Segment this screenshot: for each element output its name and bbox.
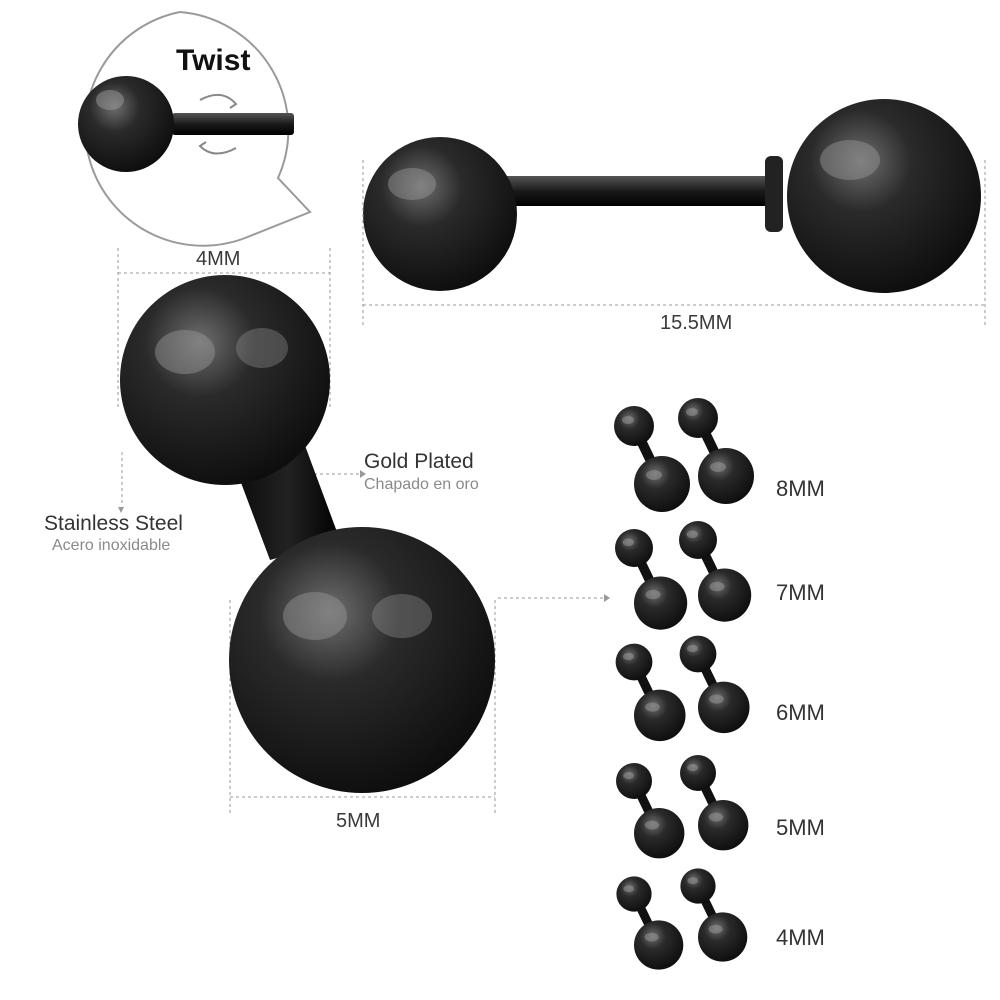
size-label-8mm: 8MM <box>776 476 825 501</box>
earring-horizontal <box>363 99 981 293</box>
twist-bar <box>172 113 294 135</box>
top-ball <box>120 275 330 485</box>
material-label-es: Acero inoxidable <box>52 537 171 554</box>
mini-earring <box>680 755 749 851</box>
rotate-arrow-icon <box>198 93 238 155</box>
bottom-ball <box>229 527 495 793</box>
twist-label: Twist <box>176 44 251 77</box>
plating-label: Gold Plated <box>364 450 474 473</box>
mini-earring <box>616 876 684 970</box>
mini-earring <box>680 868 748 962</box>
backing-ring <box>765 156 783 232</box>
size-variants <box>614 398 754 970</box>
large-ball <box>787 99 981 293</box>
dimension-guides <box>117 160 986 815</box>
twist-ball <box>78 76 174 172</box>
size-label-7mm: 7MM <box>776 580 825 605</box>
mini-earring <box>615 529 688 630</box>
mini-earring <box>679 521 752 622</box>
size-label-5mm: 5MM <box>776 815 825 840</box>
plating-label-es: Chapado en oro <box>364 476 479 493</box>
small-ball <box>363 137 517 291</box>
twist-callout <box>78 10 312 247</box>
earring-diagonal <box>120 275 495 793</box>
size-label-4mm: 4MM <box>776 925 825 950</box>
ball-top-dimension: 4MM <box>196 248 241 270</box>
horizontal-bar <box>500 176 780 206</box>
material-label: Stainless Steel <box>44 512 183 535</box>
ball-bottom-dimension: 5MM <box>336 810 381 832</box>
mini-earring <box>616 763 685 859</box>
length-dimension: 15.5MM <box>660 312 733 334</box>
mini-earring <box>678 398 754 504</box>
mini-earring <box>614 406 690 512</box>
mini-earring <box>615 643 686 742</box>
mini-earring <box>679 635 750 734</box>
size-label-6mm: 6MM <box>776 700 825 725</box>
